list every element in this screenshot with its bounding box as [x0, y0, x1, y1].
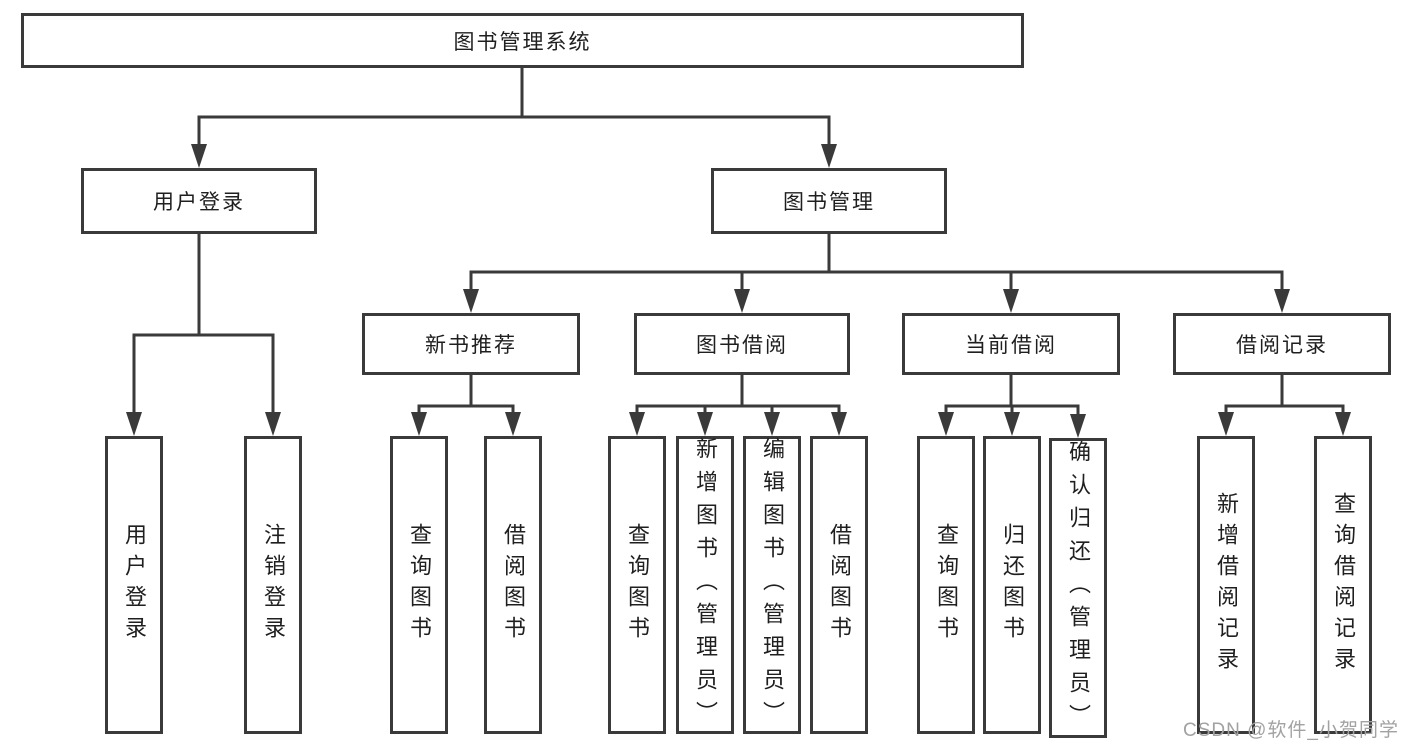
leaf-edit-book-admin-label: 编辑图书（管理员） [760, 436, 785, 734]
leaf-query-borrow-record-label: 查询借阅记录 [1331, 492, 1356, 678]
leaf-borrow-books-recommend-label: 借阅图书 [501, 523, 526, 647]
leaf-logout-label: 注销登录 [261, 523, 286, 647]
node-book-borrowing-label: 图书借阅 [696, 334, 788, 357]
leaf-confirm-return-admin: 确认归还（管理员） [1049, 438, 1107, 738]
leaf-user-login-label: 用户登录 [122, 523, 147, 647]
node-user-login: 用户登录 [81, 168, 317, 234]
leaf-query-books-borrowing-label: 查询图书 [625, 523, 650, 647]
leaf-add-borrow-record-label: 新增借阅记录 [1214, 492, 1239, 678]
leaf-confirm-return-admin-label: 确认归还（管理员） [1066, 439, 1091, 737]
node-root: 图书管理系统 [21, 13, 1024, 68]
node-new-book-recommend-label: 新书推荐 [425, 334, 517, 357]
leaf-logout: 注销登录 [244, 436, 302, 734]
arrowheads [126, 144, 1351, 438]
leaf-query-books-recommend: 查询图书 [390, 436, 448, 734]
leaf-query-books-current: 查询图书 [917, 436, 975, 734]
leaf-edit-book-admin: 编辑图书（管理员） [743, 436, 801, 734]
leaf-query-books-current-label: 查询图书 [934, 523, 959, 647]
node-root-label: 图书管理系统 [453, 30, 592, 54]
node-current-borrowing: 当前借阅 [902, 313, 1120, 375]
node-user-login-label: 用户登录 [153, 191, 245, 214]
leaf-borrow-books: 借阅图书 [810, 436, 868, 734]
leaf-user-login: 用户登录 [105, 436, 163, 734]
node-borrow-records-label: 借阅记录 [1236, 334, 1328, 357]
node-book-borrowing: 图书借阅 [634, 313, 850, 375]
node-borrow-records: 借阅记录 [1173, 313, 1391, 375]
leaf-query-books-recommend-label: 查询图书 [407, 523, 432, 647]
leaf-add-book-admin: 新增图书（管理员） [676, 436, 734, 734]
leaf-return-book-label: 归还图书 [1000, 523, 1025, 647]
leaf-add-borrow-record: 新增借阅记录 [1197, 436, 1255, 734]
leaf-borrow-books-recommend: 借阅图书 [484, 436, 542, 734]
node-new-book-recommend: 新书推荐 [362, 313, 580, 375]
node-book-management-label: 图书管理 [783, 191, 875, 214]
leaf-query-books-borrowing: 查询图书 [608, 436, 666, 734]
leaf-borrow-books-label: 借阅图书 [827, 523, 852, 647]
node-book-management: 图书管理 [711, 168, 947, 234]
node-current-borrowing-label: 当前借阅 [965, 334, 1057, 357]
csdn-watermark: CSDN @软件_小贺同学 [1183, 720, 1399, 741]
leaf-query-borrow-record: 查询借阅记录 [1314, 436, 1372, 734]
leaf-add-book-admin-label: 新增图书（管理员） [693, 436, 718, 734]
leaf-return-book: 归还图书 [983, 436, 1041, 734]
